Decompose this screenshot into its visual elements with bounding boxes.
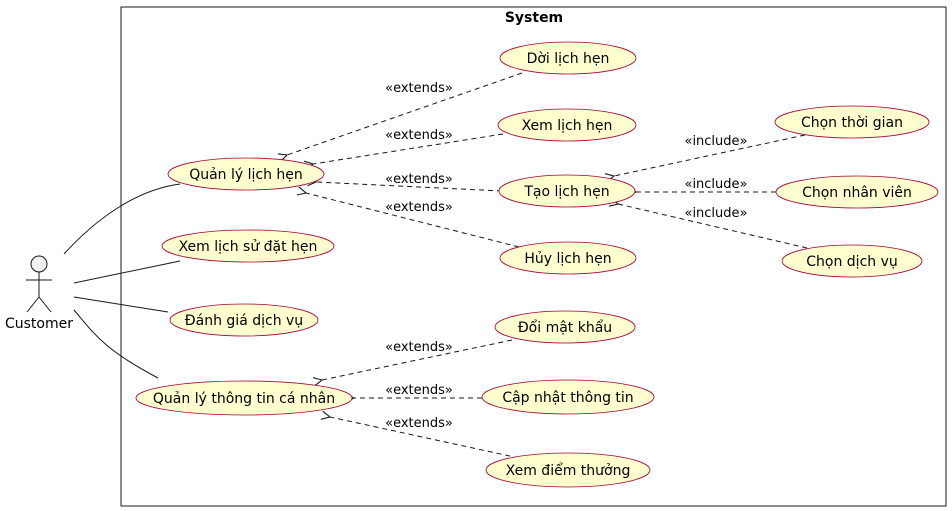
usecase-doi-lich-hen bbox=[499, 41, 637, 75]
usecase-label-xem-diem-thuong: Xem điểm thưởng bbox=[506, 462, 631, 479]
label-extends-mat-khau: «extends» bbox=[385, 340, 453, 355]
label-extends-xem: «extends» bbox=[385, 128, 453, 143]
actor-head bbox=[30, 255, 48, 273]
usecase-label-xem-lich-su: Xem lịch sử đặt hẹn bbox=[179, 239, 318, 255]
assoc-quan-ly-lich-hen bbox=[63, 183, 181, 255]
usecase-tao-lich-hen bbox=[498, 174, 636, 208]
usecase-xem-lich-su bbox=[161, 229, 335, 263]
usecase-label-tao-lich-hen: Tạo lịch hẹn bbox=[523, 184, 609, 200]
usecase-label-huy-lich-hen: Hủy lịch hẹn bbox=[524, 251, 611, 267]
usecase-label-xem-lich-hen: Xem lịch hẹn bbox=[522, 118, 613, 134]
label-extends-tao: «extends» bbox=[385, 172, 453, 187]
usecase-xem-diem-thuong bbox=[485, 452, 651, 488]
label-extends-diem-thuong: «extends» bbox=[385, 416, 453, 431]
usecase-chon-dich-vu bbox=[781, 244, 923, 278]
usecase-chon-thoi-gian bbox=[774, 105, 930, 139]
usecase-label-quan-ly-lich-hen: Quản lý lịch hẹn bbox=[189, 167, 303, 183]
label-extends-huy: «extends» bbox=[385, 200, 453, 215]
system-boundary bbox=[120, 6, 947, 507]
usecase-label-doi-mat-khau: Đổi mật khẩu bbox=[518, 319, 612, 336]
label-include-thoi-gian: «include» bbox=[684, 134, 747, 149]
usecase-label-doi-lich-hen: Dời lịch hẹn bbox=[527, 51, 610, 67]
usecase-danh-gia bbox=[169, 303, 319, 337]
usecase-xem-lich-hen bbox=[497, 108, 637, 142]
usecase-quan-ly-thong-tin bbox=[135, 380, 353, 416]
label-extends-cap-nhat: «extends» bbox=[385, 383, 453, 398]
label-include-dich-vu: «include» bbox=[684, 206, 747, 221]
assoc-xem-lich-su bbox=[73, 260, 181, 284]
usecase-cap-nhat-thong-tin bbox=[481, 379, 655, 415]
rel-doi-lich-hen bbox=[287, 72, 523, 155]
label-include-nhan-vien: «include» bbox=[684, 177, 747, 192]
actor-customer bbox=[26, 255, 52, 313]
actor-right-leg bbox=[38, 296, 52, 313]
assoc-danh-gia bbox=[73, 296, 169, 313]
usecase-label-chon-nhan-vien: Chọn nhân viên bbox=[802, 185, 912, 201]
actor-left-leg bbox=[26, 296, 40, 313]
usecase-label-cap-nhat-thong-tin: Cập nhật thông tin bbox=[502, 390, 633, 406]
usecase-label-chon-thoi-gian: Chọn thời gian bbox=[801, 115, 903, 131]
rel-chon-thoi-gian bbox=[614, 134, 806, 176]
assoc-quan-ly-thong-tin bbox=[73, 309, 159, 379]
usecase-doi-mat-khau bbox=[494, 310, 636, 344]
system-title: System bbox=[505, 10, 563, 26]
label-extends-doi: «extends» bbox=[385, 81, 453, 96]
usecase-chon-nhan-vien bbox=[775, 175, 939, 209]
usecase-label-chon-dich-vu: Chọn dịch vụ bbox=[806, 254, 898, 270]
usecase-quan-ly-lich-hen bbox=[167, 157, 325, 191]
rel-tao-lich-hen bbox=[316, 182, 503, 192]
usecase-label-danh-gia: Đánh giá dịch vụ bbox=[185, 313, 303, 329]
usecase-huy-lich-hen bbox=[499, 241, 637, 275]
rel-huy-lich-hen bbox=[306, 193, 520, 248]
actor-label: Customer bbox=[5, 316, 73, 332]
usecase-label-quan-ly-thong-tin: Quản lý thông tin cá nhân bbox=[153, 391, 335, 407]
